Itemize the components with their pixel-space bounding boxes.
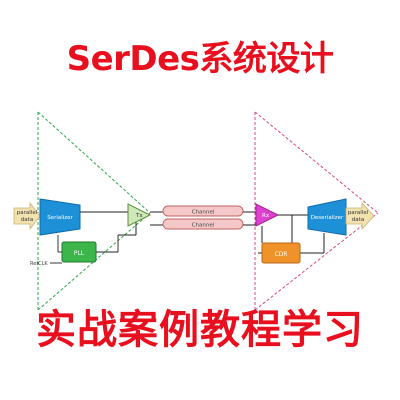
page-title-bottom: 实战案例教程学习 <box>36 307 364 353</box>
pll-label: PLL <box>74 250 85 257</box>
input-label-2: data <box>21 217 33 223</box>
channel-bottom: Channel <box>150 218 256 230</box>
output-arrow: parallel data <box>345 201 375 231</box>
tx-domain-guide <box>37 111 151 310</box>
input-label-1: parallel <box>17 210 38 216</box>
cdr-label: CDR <box>275 251 288 258</box>
serdes-block-diagram: parallel data Serializer PLL RefCLK Tx C… <box>13 111 379 310</box>
rx-wires <box>258 214 325 254</box>
channel-top: Channel <box>150 205 256 217</box>
rx-label: Rx <box>262 213 270 219</box>
channel-bottom-label: Channel <box>192 223 215 229</box>
output-label-2: data <box>352 217 364 223</box>
serializer-label: Serializer <box>47 215 73 221</box>
rx-domain-guide <box>254 111 379 310</box>
rx-receiver: Rx <box>255 203 280 227</box>
tx-label: Tx <box>135 213 143 219</box>
cdr-block: CDR <box>261 242 301 264</box>
refclk-label: RefCLK <box>30 261 48 267</box>
page-title-top: SerDes系统设计 <box>66 39 334 79</box>
input-arrow: parallel data <box>13 201 41 231</box>
pll-block: PLL <box>61 241 97 263</box>
pll-wires <box>50 234 136 264</box>
output-label-1: parallel <box>348 210 369 216</box>
tx-driver: Tx <box>127 203 152 227</box>
channel-top-label: Channel <box>192 210 215 216</box>
serializer-block: Serializer <box>39 198 81 236</box>
deserializer-label: Deserializer <box>311 215 344 221</box>
deserializer-block: Deserializer <box>307 198 347 236</box>
